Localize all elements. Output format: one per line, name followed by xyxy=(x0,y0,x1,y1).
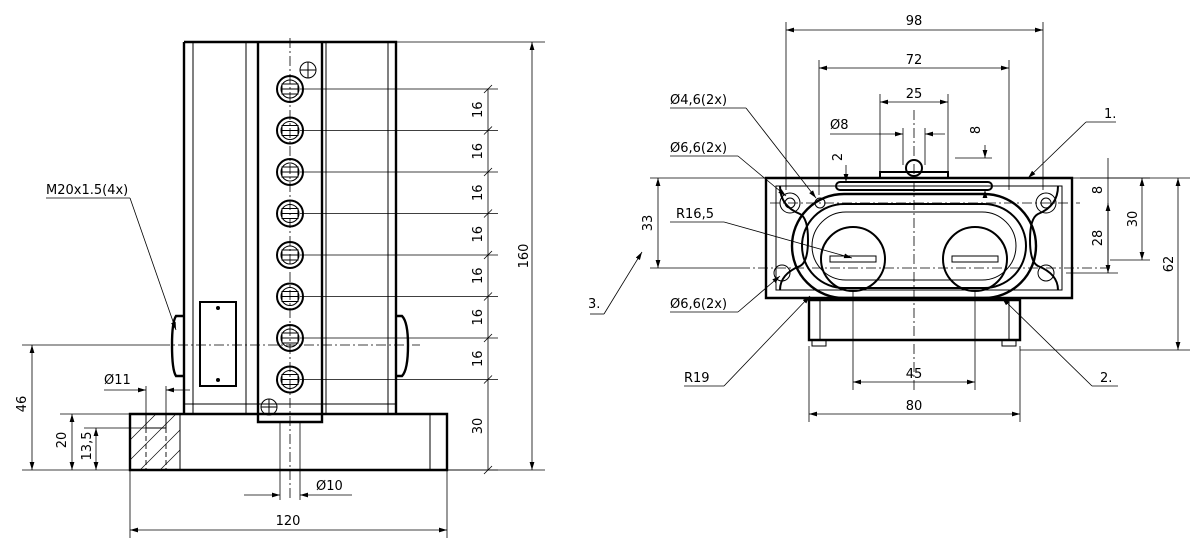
leader-r16-5: R16,5 xyxy=(670,207,853,259)
dim-h33: 33 xyxy=(641,177,766,269)
label-pitch-16: 16 xyxy=(471,101,486,118)
dim-base-30: 30 xyxy=(471,418,486,435)
leader-d6-6-top: Ø6,6(2x) xyxy=(670,141,787,197)
label-d11: Ø11 xyxy=(104,373,131,388)
label-thread: M20x1.5(4x) xyxy=(46,183,128,198)
push-button xyxy=(276,324,304,352)
leader-d6-6-bottom: Ø6,6(2x) xyxy=(670,275,781,313)
hole-bottom-right xyxy=(1037,264,1055,282)
pitch-tick xyxy=(483,333,493,343)
callout-1: 1. xyxy=(1027,107,1116,179)
label-30: 30 xyxy=(471,418,486,435)
label-d6-6-top: Ø6,6(2x) xyxy=(670,141,727,156)
dim-width-120: 120 xyxy=(129,470,448,538)
dim-w98: 98 xyxy=(785,14,1044,190)
label-pitch-16: 16 xyxy=(471,350,486,367)
dim-hole-d11: Ø11 xyxy=(104,373,190,414)
label-pitch-16: 16 xyxy=(471,309,486,326)
label-pitch-16: 16 xyxy=(471,184,486,201)
pitch-tick xyxy=(483,375,493,384)
label-28: 28 xyxy=(1091,230,1106,247)
dim-flange-20: 20 xyxy=(55,413,130,470)
label-8-top: 8 xyxy=(969,126,984,134)
label-pitch-16: 16 xyxy=(471,267,486,284)
front-view: 98 72 25 Ø8 8 2 xyxy=(588,14,1190,422)
push-button xyxy=(276,158,304,186)
leader-d4-6: Ø4,6(2x) xyxy=(670,93,817,199)
push-button xyxy=(276,365,304,394)
label-r19: R19 xyxy=(684,371,710,386)
dim-hole-d10: Ø10 xyxy=(244,422,352,500)
pitch-tick xyxy=(483,84,493,94)
gland-right xyxy=(396,314,410,378)
dim-w45: 45 xyxy=(852,290,976,390)
contact-right xyxy=(942,226,1008,292)
label-46: 46 xyxy=(15,396,30,413)
label-d10: Ø10 xyxy=(316,479,343,494)
push-button xyxy=(276,75,304,103)
label-45: 45 xyxy=(906,367,923,382)
label-pitch-16: 16 xyxy=(471,226,486,243)
front-base xyxy=(807,298,1022,342)
pitch-tick xyxy=(483,167,493,177)
dim-flange-13-5: 13,5 xyxy=(80,427,146,470)
dim-w25: 25 xyxy=(879,87,949,172)
label-160: 160 xyxy=(517,244,532,269)
flange-section xyxy=(129,413,181,471)
label-callout-3: 3. xyxy=(588,297,600,312)
push-button xyxy=(276,241,304,269)
label-d6-6-bottom: Ø6,6(2x) xyxy=(670,297,727,312)
label-8-right: 8 xyxy=(1091,186,1106,194)
label-33: 33 xyxy=(641,215,656,232)
label-d4-6: Ø4,6(2x) xyxy=(670,93,727,108)
label-20: 20 xyxy=(55,432,70,449)
dim-height-160: 160 xyxy=(396,41,545,471)
push-button xyxy=(276,282,304,311)
callout-2: 2. xyxy=(1001,297,1118,387)
label-d8: Ø8 xyxy=(830,118,849,133)
label-callout-1: 1. xyxy=(1104,107,1116,122)
gland-left xyxy=(170,314,184,378)
callout-3: 3. xyxy=(588,251,643,315)
dim-h28: 28 xyxy=(1066,158,1118,274)
dim-d8: Ø8 xyxy=(830,118,945,165)
dim-w72: 72 xyxy=(818,53,1010,195)
side-view: 160 16 16 16 16 16 16 16 30 46 20 13,5 xyxy=(15,38,545,538)
label-120: 120 xyxy=(276,514,301,529)
leader-r19: R19 xyxy=(684,295,811,387)
hole-bottom-left xyxy=(773,264,791,282)
label-72: 72 xyxy=(906,53,923,68)
label-plate xyxy=(199,301,237,387)
dim-w80: 80 xyxy=(808,346,1021,422)
label-r16-5: R16,5 xyxy=(676,207,714,222)
pitch-tick xyxy=(483,465,493,475)
dim-bore-46: 46 xyxy=(15,344,160,471)
label-2: 2 xyxy=(831,153,846,161)
dim-h8-right: 8 xyxy=(1091,186,1106,194)
label-30-front: 30 xyxy=(1126,211,1141,228)
dim-h8-top: 8 xyxy=(955,126,992,198)
front-flange xyxy=(764,176,1074,300)
dim-h62: 62 xyxy=(1020,177,1190,351)
label-pitch-16: 16 xyxy=(471,143,486,160)
thread-callout: M20x1.5(4x) xyxy=(46,183,177,331)
pitch-tick xyxy=(483,126,493,135)
push-button xyxy=(276,199,304,228)
pitch-tick xyxy=(483,292,493,301)
contact-left xyxy=(820,226,886,292)
label-80: 80 xyxy=(906,399,923,414)
label-13-5: 13,5 xyxy=(80,432,95,461)
dim-h2: 2 xyxy=(831,153,849,182)
label-25: 25 xyxy=(906,87,923,102)
label-62: 62 xyxy=(1162,256,1177,273)
push-button xyxy=(276,116,304,145)
dim-pitch-chain: 16 16 16 16 16 16 16 xyxy=(300,84,498,475)
pitch-tick xyxy=(483,250,493,260)
pitch-tick xyxy=(483,209,493,218)
label-98: 98 xyxy=(906,14,923,29)
dim-h30: 30 xyxy=(1080,177,1150,261)
label-callout-2: 2. xyxy=(1100,371,1112,386)
